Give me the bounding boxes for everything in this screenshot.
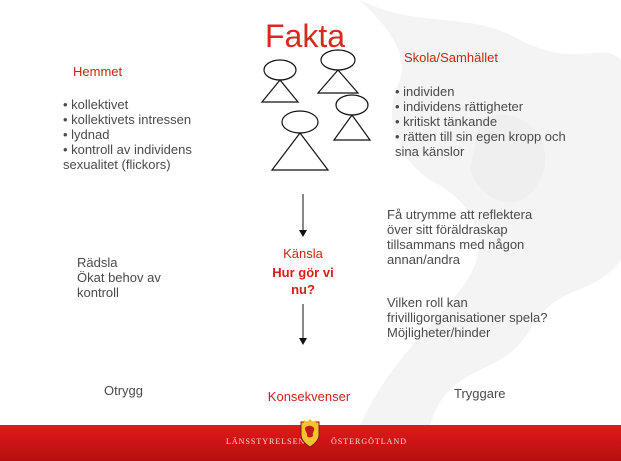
safer-label: Tryggare — [454, 386, 506, 401]
list-item: • lydnad — [63, 127, 110, 142]
home-heading: Hemmet — [73, 64, 123, 79]
paragraph-line: Vilken roll kan — [387, 295, 468, 310]
list-item: • individen — [395, 84, 455, 99]
footer-left-text: LÄNSSTYRELSEN — [226, 437, 306, 446]
county-crest-icon — [300, 419, 320, 448]
question-line-1: Hur gör vi — [272, 265, 334, 280]
list-item: • rätten till sin egen kropp och — [395, 129, 566, 144]
list-item: • kollektivet — [63, 97, 129, 112]
paragraph-line: Få utrymme att reflektera — [387, 207, 533, 222]
list-item: • individens rättigheter — [395, 99, 524, 114]
paragraph-line: Möjligheter/hinder — [387, 325, 491, 340]
people-figures-icon — [260, 49, 372, 171]
school-bullet-list: • individen • individens rättigheter • k… — [395, 84, 566, 159]
list-item: sexualitet (flickors) — [63, 157, 171, 172]
list-item: sina känslor — [395, 144, 465, 159]
slide-title: Fakta — [265, 18, 346, 54]
fear-line: kontroll — [77, 285, 119, 300]
reflection-paragraph: Få utrymme att reflektera över sitt förä… — [387, 207, 532, 267]
footer-right-text: ÖSTERGÖTLAND — [331, 437, 407, 446]
arrow-down-icon — [299, 194, 307, 237]
school-society-heading: Skola/Samhället — [404, 50, 498, 65]
fear-line: Rädsla — [77, 255, 118, 270]
paragraph-line: annan/andra — [387, 252, 461, 267]
insecure-label: Otrygg — [104, 383, 144, 398]
lion-watermark-icon — [360, 0, 621, 425]
question-line-2: nu? — [291, 282, 315, 297]
paragraph-line: över sitt föräldraskap — [387, 222, 508, 237]
paragraph-line: frivilligorganisationer spela? — [387, 310, 548, 325]
consequences-label: Konsekvenser — [267, 389, 351, 404]
list-item: • kontroll av individens — [63, 142, 192, 157]
arrow-down-icon — [299, 304, 307, 345]
fear-text: Rädsla Ökat behov av kontroll — [77, 255, 161, 300]
fear-line: Ökat behov av — [77, 270, 161, 285]
home-bullet-list: • kollektivet • kollektivets intressen •… — [63, 97, 192, 172]
feeling-label: Känsla — [283, 246, 323, 261]
paragraph-line: tillsammans med någon — [387, 237, 525, 252]
organizations-paragraph: Vilken roll kan frivilligorganisationer … — [387, 295, 547, 340]
list-item: • kritiskt tänkande — [395, 114, 498, 129]
list-item: • kollektivets intressen — [63, 112, 192, 127]
